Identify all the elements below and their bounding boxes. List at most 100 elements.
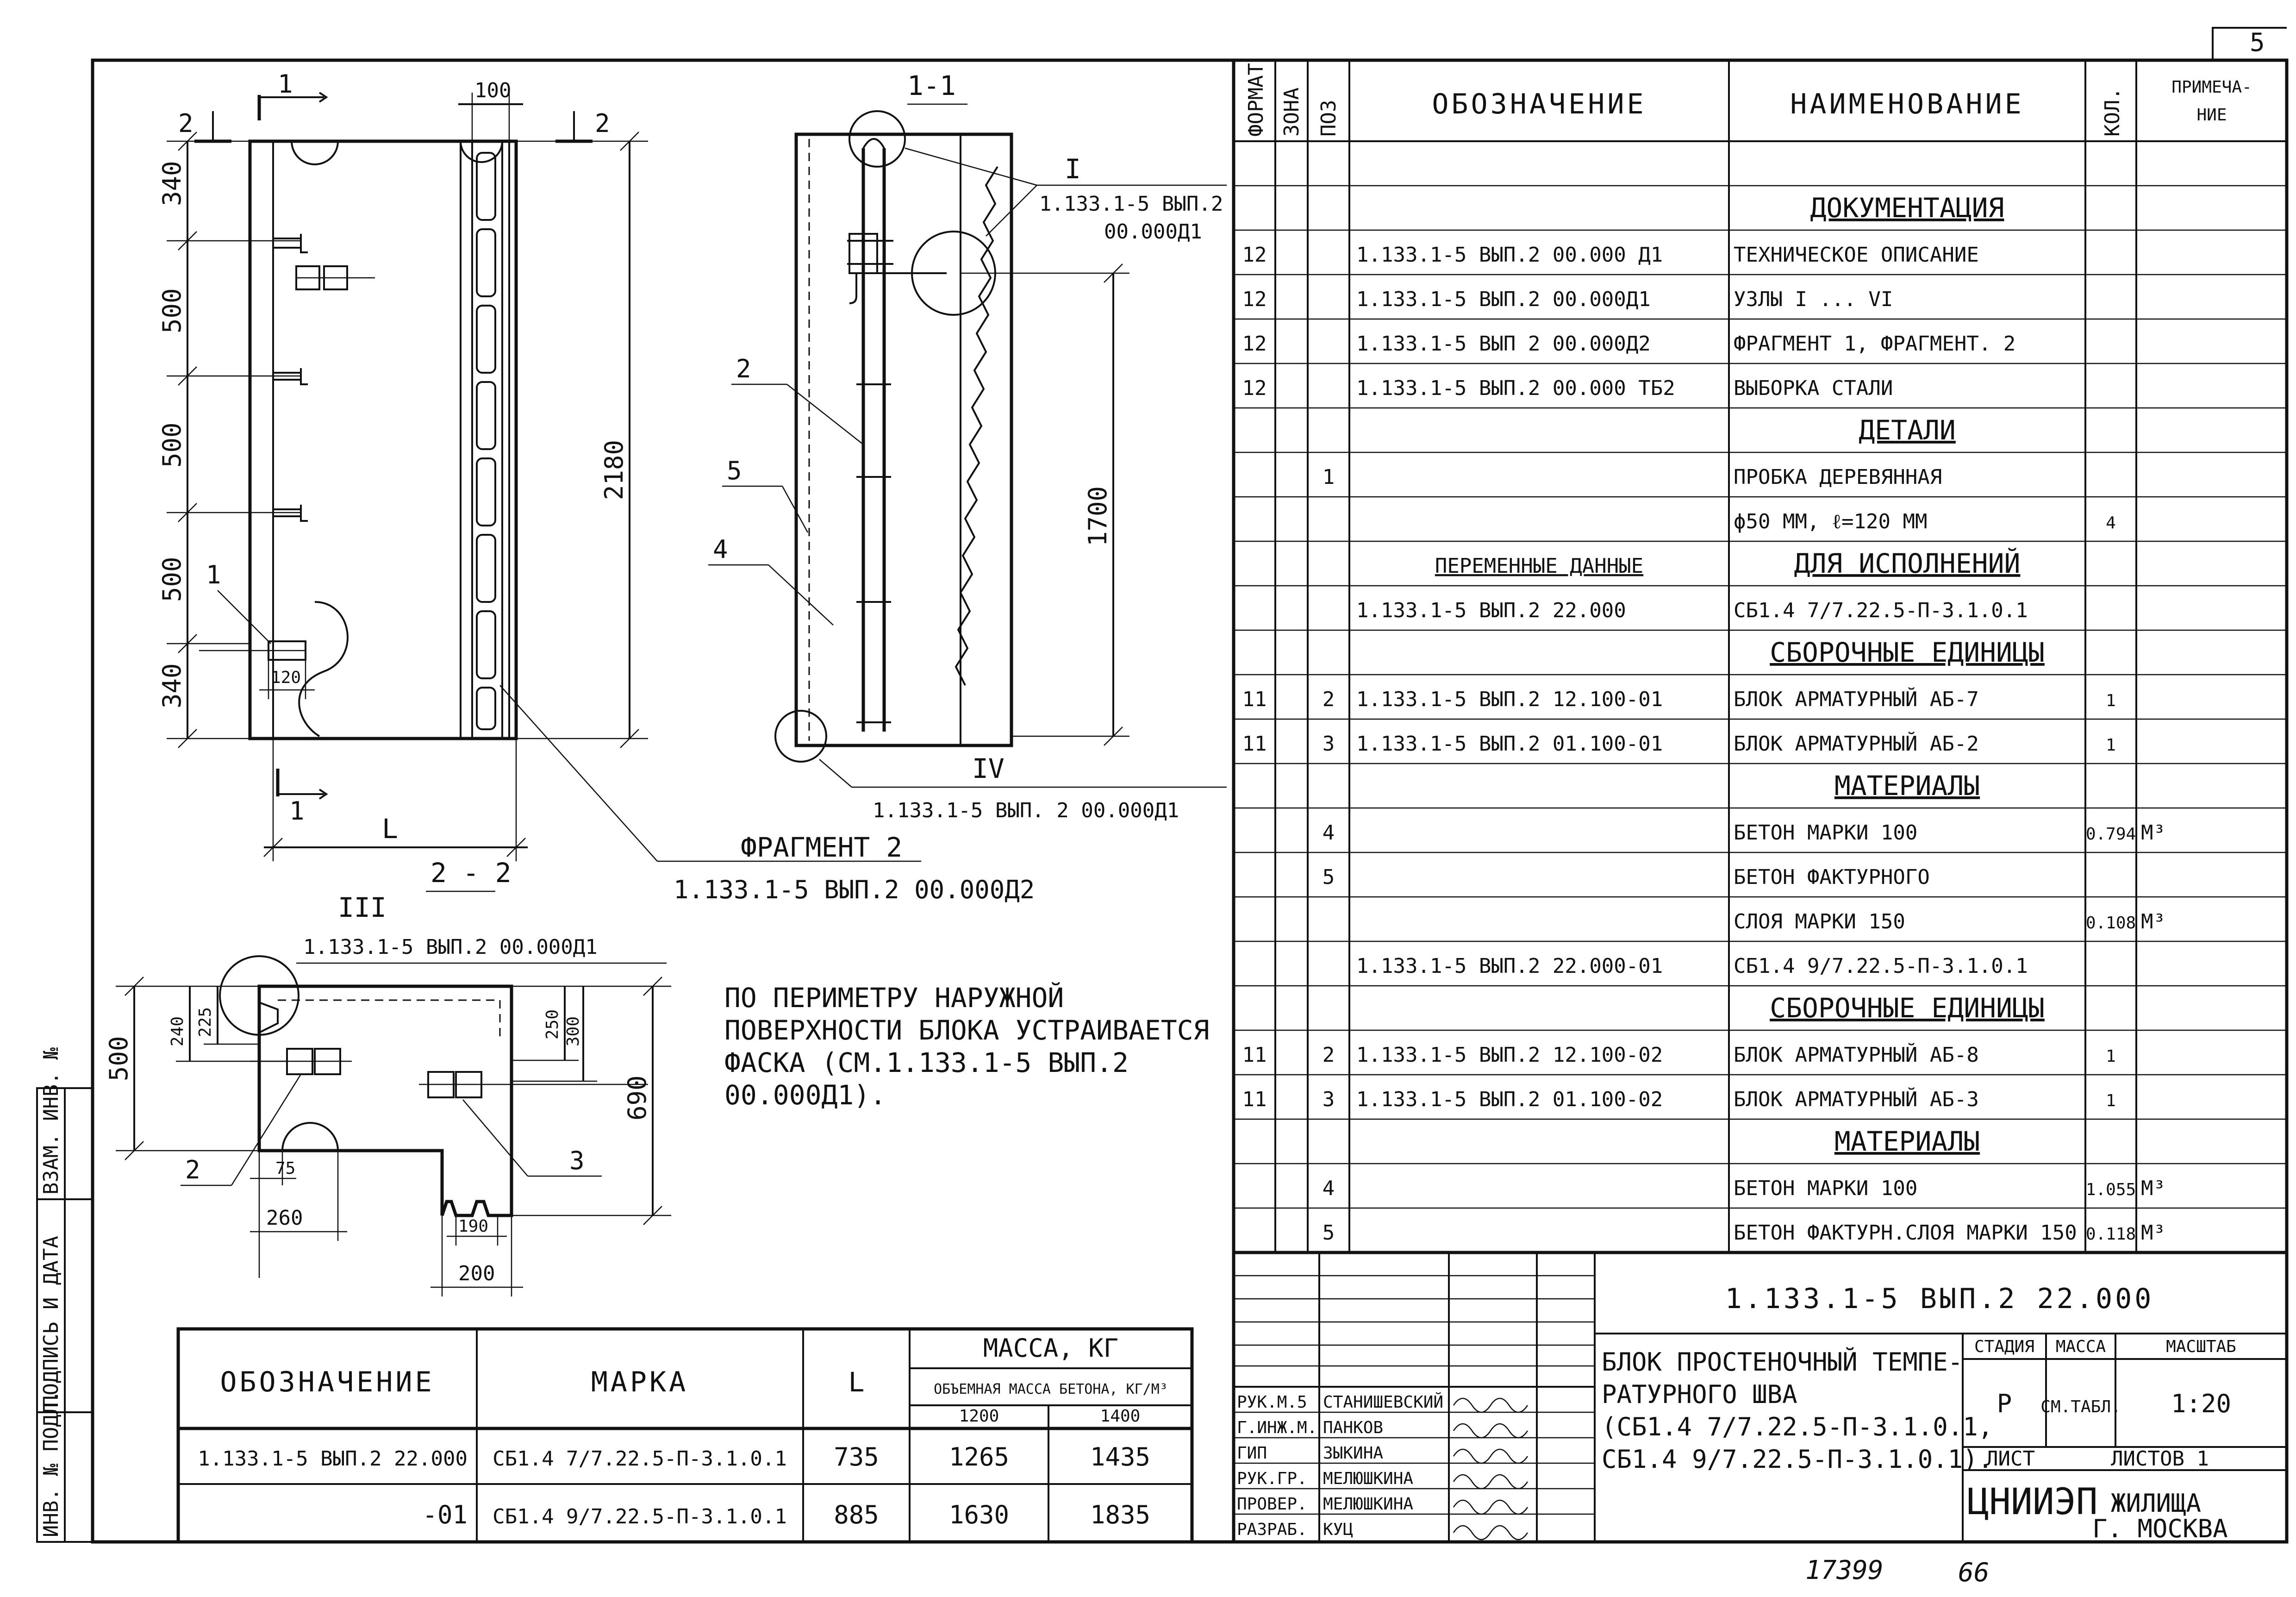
section22-pos-3: 3	[569, 1146, 585, 1175]
signature-scribble-1	[1453, 1397, 1529, 1413]
dim-225: 225	[196, 1007, 215, 1037]
dim-260: 260	[266, 1206, 303, 1230]
spec-row-20-name: СБОРОЧНЫЕ ЕДИНИЦЫ	[1770, 992, 2045, 1024]
spec-row-6-name: ВЫБОРКА СТАЛИ	[1734, 376, 1893, 400]
spec-row-13-designation: 1.133.1-5 ВЫП.2 12.100-01	[1356, 688, 1663, 711]
spec-row-24-pos: 4	[1323, 1177, 1335, 1200]
spec-row-25-pos: 5	[1323, 1221, 1335, 1245]
section11-pos-2: 2	[736, 354, 751, 383]
dim-height: 2180	[599, 440, 629, 500]
spec-row-18-name: СЛОЯ МАРКИ 150	[1734, 910, 1905, 933]
title-line-3: (СБ1.4 7/7.22.5-П-3.1.0.1,	[1602, 1412, 1993, 1441]
cut-mark-2-right: 2	[595, 109, 610, 138]
spec-row-5-format: 12	[1242, 332, 1267, 356]
section11-title: 1-1	[907, 70, 956, 101]
dim-top-100: 100	[474, 79, 511, 102]
front-pos-1: 1	[206, 560, 221, 589]
spec-row-25-note: М³	[2141, 1221, 2165, 1245]
spec-row-13-name: БЛОК АРМАТУРНЫЙ АБ-7	[1734, 687, 1979, 711]
scale-label: МАСШТАБ	[2166, 1337, 2236, 1356]
spec-row-17-pos: 5	[1323, 865, 1335, 889]
sheet-corner-number: 5	[2250, 28, 2265, 57]
cut-mark-2-left: 2	[178, 109, 193, 138]
spec-row-5-designation: 1.133.1-5 ВЫП 2 00.000Д2	[1356, 332, 1651, 356]
spec-header-format: ФОРМАТ	[1244, 63, 1268, 137]
spec-row-7-name: ДЕТАЛИ	[1859, 414, 1956, 446]
spec-row-4-designation: 1.133.1-5 ВЫП.2 00.000Д1	[1356, 288, 1651, 311]
spec-row-22-format: 11	[1242, 1088, 1267, 1111]
spec-row-13-qty: 1	[2106, 691, 2116, 710]
mass-row-2-L: 885	[834, 1500, 879, 1529]
stage-value: Р	[1997, 1389, 2012, 1418]
spec-row-21-format: 11	[1242, 1043, 1267, 1067]
sheets-label: ЛИСТОВ 1	[2111, 1447, 2209, 1471]
spec-row-15-name: МАТЕРИАЛЫ	[1834, 770, 1980, 802]
sig-name-3: ЗЫКИНА	[1323, 1444, 1383, 1463]
spec-row-24-name: БЕТОН МАРКИ 100	[1734, 1177, 1917, 1200]
spec-row-3-format: 12	[1242, 243, 1267, 267]
spec-header-note-1: ПРИМЕЧА-	[2171, 78, 2252, 97]
spec-row-16-note: М³	[2141, 821, 2165, 845]
mass-header-1400: 1400	[1100, 1407, 1141, 1426]
dim-75: 75	[275, 1159, 295, 1178]
spec-row-24-note: М³	[2141, 1177, 2165, 1200]
spec-row-19-designation: 1.133.1-5 ВЫП.2 22.000-01	[1356, 954, 1663, 978]
spec-row-22-qty: 1	[2106, 1091, 2116, 1110]
dim-left-1: 340	[157, 161, 187, 206]
title-code: 1.133.1-5 ВЫП.2 22.000	[1725, 1283, 2154, 1315]
side-label-sign-date: ПОДПИСЬ И ДАТА	[39, 1236, 63, 1408]
node-I-ref-1: 1.133.1-5 ВЫП.2	[1039, 192, 1223, 216]
spec-row-16-name: БЕТОН МАРКИ 100	[1734, 821, 1917, 845]
mass-row-2-designation: -01	[422, 1500, 468, 1529]
spec-row-19-name: СБ1.4 9/7.22.5-П-3.1.0.1	[1734, 954, 2028, 978]
dim-190: 190	[458, 1217, 488, 1236]
section22-pos-2: 2	[185, 1155, 200, 1184]
sig-role-2: Г.ИНЖ.М.	[1237, 1418, 1317, 1437]
signature-scribble-2	[1453, 1423, 1529, 1439]
sig-name-4: МЕЛЮШКИНА	[1323, 1469, 1413, 1488]
spec-row-21-qty: 1	[2106, 1047, 2116, 1066]
fragment2-label: ФРАГМЕНТ 2	[741, 832, 902, 863]
node-III-ref: 1.133.1-5 ВЫП.2 00.000Д1	[303, 935, 598, 959]
spec-row-16-pos: 4	[1323, 821, 1335, 845]
spec-row-24-qty: 1.055	[2086, 1180, 2136, 1199]
sig-name-2: ПАНКОВ	[1323, 1418, 1383, 1437]
dim-240: 240	[168, 1016, 187, 1046]
signature-scribble-4	[1453, 1474, 1529, 1490]
spec-row-14-format: 11	[1242, 732, 1267, 756]
mass-header-L: L	[849, 1366, 865, 1398]
org-name: ЖИЛИЩА	[2111, 1489, 2201, 1518]
mass-row-1-L: 735	[834, 1442, 879, 1472]
mass-row-2-m2: 1835	[1090, 1500, 1150, 1529]
mass-header-1200: 1200	[959, 1407, 999, 1426]
spec-row-10-designation: ПЕРЕМЕННЫЕ ДАННЫЕ	[1435, 554, 1643, 578]
note-line-2: ПОВЕРХНОСТИ БЛОКА УСТРАИВАЕТСЯ	[724, 1015, 1210, 1046]
spec-row-18-note: М³	[2141, 910, 2165, 933]
signature-scribble-3	[1453, 1448, 1529, 1464]
spec-row-13-format: 11	[1242, 688, 1267, 711]
spec-row-8-name: ПРОБКА ДЕРЕВЯННАЯ	[1734, 465, 1942, 489]
spec-row-22-designation: 1.133.1-5 ВЫП.2 01.100-02	[1356, 1088, 1663, 1111]
spec-row-22-name: БЛОК АРМАТУРНЫЙ АБ-3	[1734, 1087, 1979, 1111]
cut-mark-1-top: 1	[278, 69, 293, 99]
spec-header-note-2: НИЕ	[2196, 106, 2227, 125]
node-III-label: III	[338, 892, 387, 923]
dim-1700: 1700	[1083, 486, 1112, 546]
dim-690: 690	[623, 1075, 652, 1121]
archive-number: 17399	[1805, 1555, 1884, 1585]
mass-header-density: ОБЪЕМНАЯ МАССА БЕТОНА, КГ/М³	[934, 1381, 1168, 1397]
node-IV-label: IV	[972, 753, 1004, 784]
sig-name-5: МЕЛЮШКИНА	[1323, 1495, 1413, 1514]
sig-role-6: РАЗРАБ.	[1237, 1520, 1307, 1539]
spec-row-10-name: ДЛЯ ИСПОЛНЕНИЙ	[1794, 547, 2021, 579]
dim-120: 120	[271, 668, 301, 687]
spec-row-4-name: УЗЛЫ I ... VI	[1734, 288, 1893, 311]
spec-row-3-name: ТЕХНИЧЕСКОЕ ОПИСАНИЕ	[1734, 243, 1979, 267]
mass-header-mass: МАССА, КГ	[983, 1334, 1119, 1363]
section11-pos-5: 5	[727, 456, 742, 485]
spec-row-14-name: БЛОК АРМАТУРНЫЙ АБ-2	[1734, 731, 1979, 756]
sheet-label: ЛИСТ	[1986, 1447, 2035, 1471]
spec-row-17-name: БЕТОН ФАКТУРНОГО	[1734, 865, 1930, 889]
node-I-label: I	[1065, 153, 1081, 185]
